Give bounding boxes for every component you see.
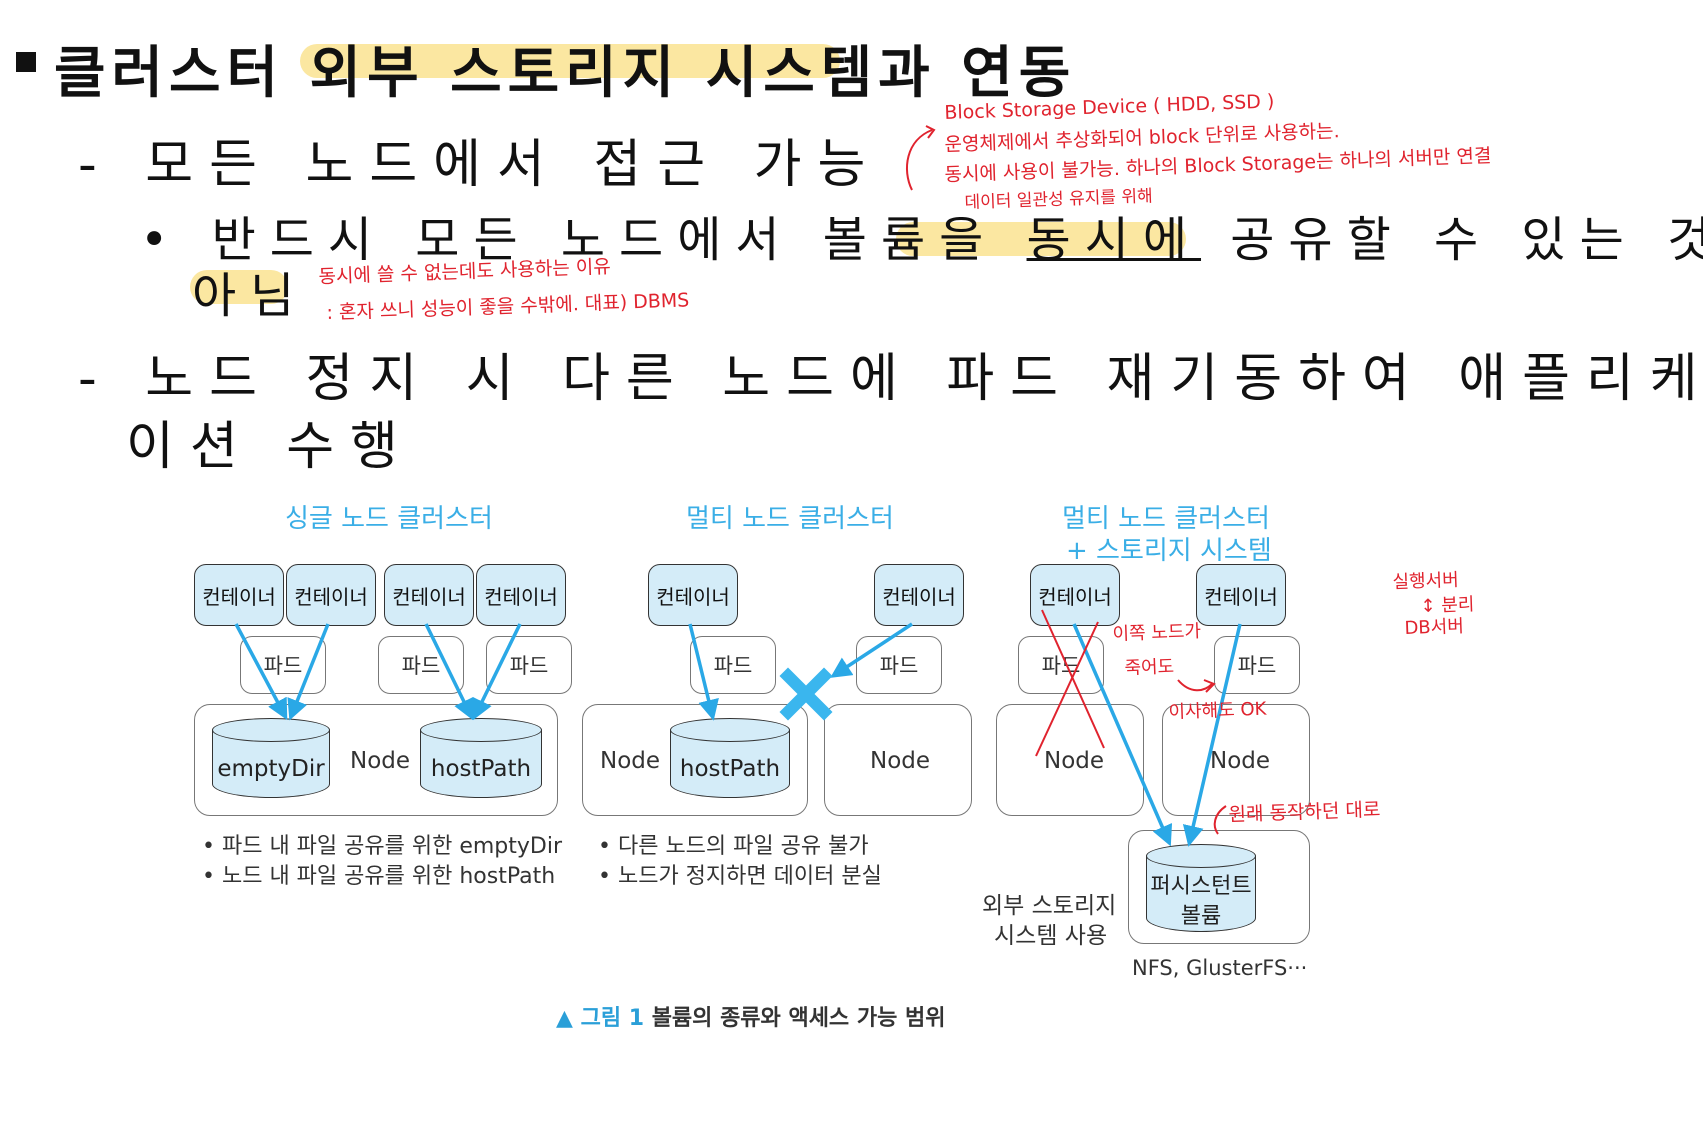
- line2-part-a: • 반드시 모든 노드에서 볼륨을: [140, 212, 1027, 268]
- figure-caption: ▲ 그림 1 볼륨의 종류와 액세스 가능 범위: [556, 1000, 945, 1032]
- bullet-line-3-cont: 이션 수행: [126, 417, 414, 477]
- diagram-title-single: 싱글 노드 클러스터: [285, 504, 493, 534]
- line2-underlined: 동시에: [1026, 212, 1202, 268]
- external-storage-label-2: 시스템 사용: [994, 923, 1108, 949]
- bullet-line-2-cont: 아님: [192, 268, 309, 324]
- container-3: 컨테이너: [384, 564, 474, 626]
- node-label-5: Node: [1210, 748, 1271, 774]
- container-4: 컨테이너: [476, 564, 566, 626]
- emptydir-volume: emptyDir: [212, 718, 330, 798]
- blocked-x-icon: [779, 667, 833, 721]
- highlight-not: [190, 270, 288, 304]
- node-box-storage-a: [996, 704, 1144, 816]
- pod-5: 파드: [856, 636, 942, 694]
- container-2: 컨테이너: [286, 564, 376, 626]
- container-6: 컨테이너: [874, 564, 964, 626]
- hostpath-volume-1: hostPath: [420, 718, 542, 798]
- pod-6: 파드: [1018, 636, 1104, 694]
- note-curve-arrow: [905, 125, 936, 191]
- hostpath-volume-2: hostPath: [670, 718, 790, 798]
- caption-label: ▲ 그림 1: [556, 1006, 645, 1031]
- node-box-multi-b: [824, 704, 972, 816]
- bullet-line-1: - 모든 노드에서 접근 가능: [78, 135, 882, 195]
- bullet-line-3: - 노드 정지 시 다른 노드에 파드 재기동하여 애플리케: [78, 349, 1703, 409]
- pod-4: 파드: [690, 636, 776, 694]
- external-storage-label-1: 외부 스토리지: [982, 893, 1117, 919]
- notes-multi-2: • 노드가 정지하면 데이터 분실: [598, 864, 882, 889]
- slide-title: 클러스터 외부 스토리지 시스템과 연동: [54, 41, 1077, 106]
- container-8: 컨테이너: [1196, 564, 1286, 626]
- line2-part-b: 공유할 수 있는 것은: [1230, 212, 1703, 268]
- note-move-3: 이사해도 OK: [1168, 698, 1267, 723]
- pod-2: 파드: [378, 636, 464, 694]
- node-label-3: Node: [870, 748, 931, 774]
- notes-single-1: • 파드 내 파일 공유를 위한 emptyDir: [202, 834, 563, 859]
- note-original: 원래 동작하던 대로: [1228, 798, 1381, 826]
- caption-text: 볼륨의 종류와 액세스 가능 범위: [644, 1006, 946, 1031]
- notes-multi-1: • 다른 노드의 파일 공유 불가: [598, 834, 869, 859]
- highlight-simultaneous: [896, 222, 1186, 256]
- bullet-line-2: • 반드시 모든 노드에서 볼륨을 동시에 공유할 수 있는 것은: [140, 200, 1703, 270]
- pv-label-1: 퍼시스턴트: [1150, 874, 1252, 899]
- container-5: 컨테이너: [648, 564, 738, 626]
- notes-single-2: • 노드 내 파일 공유를 위한 hostPath: [202, 864, 556, 889]
- node-label-4: Node: [1044, 748, 1105, 774]
- note-sep-3: DB서버: [1404, 615, 1465, 639]
- node-label-2: Node: [600, 748, 661, 774]
- title-highlight: [300, 44, 840, 78]
- note-sep-1: 실행서버: [1392, 569, 1460, 593]
- container-1: 컨테이너: [194, 564, 284, 626]
- pod-7: 파드: [1214, 636, 1300, 694]
- diagram-title-multi: 멀티 노드 클러스터: [686, 504, 894, 534]
- note-move-1: 이쪽 노드가: [1112, 620, 1202, 645]
- diagram-title-multi-storage: 멀티 노드 클러스터: [1062, 504, 1270, 534]
- diagram-title-multi-storage-2: + 스토리지 시스템: [1066, 536, 1272, 566]
- title-bullet: [16, 52, 36, 72]
- note-move-2: 죽어도: [1124, 656, 1175, 679]
- nfs-label: NFS, GlusterFS···: [1132, 956, 1308, 980]
- node-label-1: Node: [350, 748, 411, 774]
- pv-label-2: 볼륨: [1180, 904, 1222, 929]
- node-box-storage-b: [1162, 704, 1310, 816]
